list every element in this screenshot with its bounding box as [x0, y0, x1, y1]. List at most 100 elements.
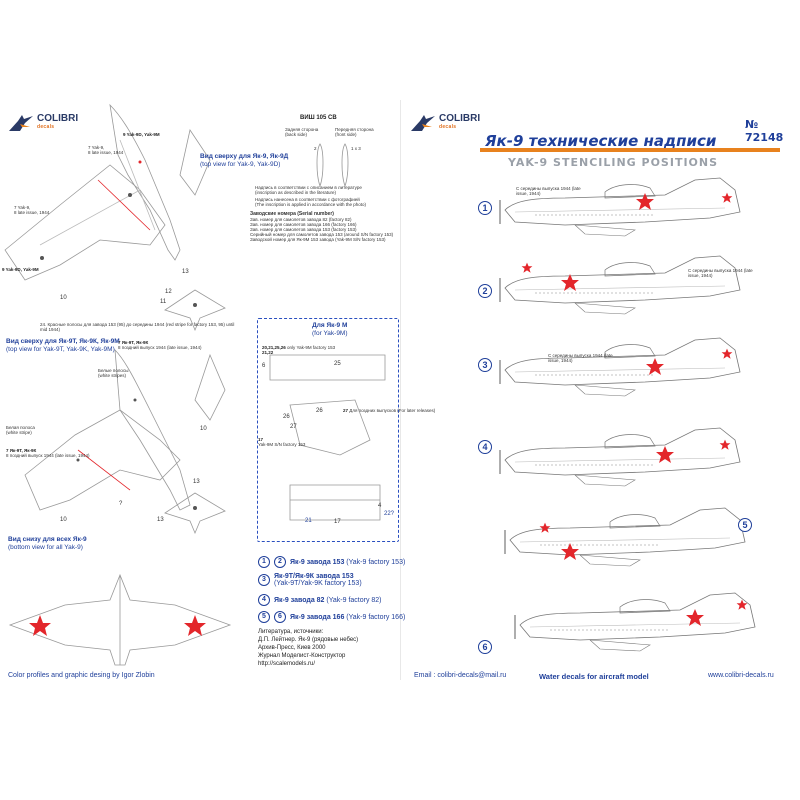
top-view-yak9-drawing: [4, 103, 211, 281]
sheet-subtitle: YAK-9 STENCILING POSITIONS: [508, 156, 719, 169]
legend-row: 4 Як-9 завода 82 (Yak-9 factory 82): [258, 594, 382, 606]
red-star-icon: [184, 615, 206, 636]
yak9m-n22: 22?: [384, 511, 395, 517]
serial-row: Зав. номер для самолетов завода 153 (fac…: [250, 227, 357, 232]
hummingbird-icon: [411, 115, 435, 131]
yak9m-detail-drawings: [269, 354, 386, 521]
callout-q: ?: [119, 501, 123, 507]
legend-badge: 3: [258, 574, 270, 586]
yak9m-n6: 6: [262, 363, 266, 369]
literature-line: Д.П. Лейтнер. Як-9 (рядовые небес): [258, 637, 359, 643]
legend-badge: 6: [274, 611, 286, 623]
callout-13: 13: [182, 269, 189, 275]
callout-10: 10: [60, 295, 67, 301]
literature-link[interactable]: http://scalemodels.ru/: [258, 661, 316, 667]
legend-badge: 1: [258, 556, 270, 568]
legend-badge: 2: [274, 556, 286, 568]
callout-9-left: 9 Yak-9D, Yak-9M: [2, 267, 39, 272]
yak9m-n27b: 27: [290, 424, 297, 430]
profile-number: 4: [478, 440, 492, 454]
catalog-number: № 72148: [745, 118, 784, 144]
white-stripe-label: Белая полоса(white stripe): [6, 425, 35, 435]
callout-10-b: 10: [200, 426, 207, 432]
white-stripes-label: Белые полосы(white stripes): [98, 368, 129, 378]
profile-number: 6: [478, 640, 492, 654]
callout-9-yak9d: 9 Yak-9D, Yak-9M: [123, 132, 160, 137]
legend-text: Як-9 завода 153 (Yak-9 factory 153): [290, 558, 406, 566]
legend-text: Як-9 завода 82 (Yak-9 factory 82): [274, 596, 382, 604]
profile-number: 2: [478, 284, 492, 298]
yak9m-n4: 4: [378, 503, 382, 509]
callout-24: 24. Красные полосы для завода 153 (95) д…: [40, 322, 235, 332]
late-issue-note-3: С середины выпуска 1944 (late issue, 194…: [548, 353, 613, 363]
vish-lbl-2: 2: [314, 146, 317, 151]
email-link[interactable]: Email : colibri-decals@mail.ru: [414, 672, 507, 679]
profile-number: 3: [478, 358, 492, 372]
bottom-view-title: Вид снизу для всех Як-9(bottom view for …: [8, 536, 87, 551]
literature-line: Литература, источники:: [258, 629, 324, 635]
yak9m-n25: 25: [334, 361, 341, 367]
callout-10-c: 10: [60, 517, 67, 523]
legend-row: 3 Як-9Т/Як-9К завода 153(Yak-9T/Yak-9K f…: [258, 573, 362, 587]
serial-row: Зав. номер для самолетов завода 82 (fact…: [250, 217, 352, 222]
tail-top-view-2-drawing: [164, 492, 226, 535]
profile-number: 5: [738, 518, 752, 532]
legend-badge: 4: [258, 594, 270, 606]
legend-badge: 5: [258, 611, 270, 623]
yak9m-title: Для Як-9 М(for Yak-9M): [312, 322, 348, 337]
propeller-blades-drawing: [316, 143, 349, 188]
vish-back: Задняя сторона(back side): [285, 127, 319, 137]
top-view-9t-drawing: [24, 348, 226, 511]
website-link[interactable]: www.colibri-decals.ru: [708, 672, 774, 679]
legend-text: Як-9 завода 166 (Yak-9 factory 166): [290, 613, 406, 621]
note-literature: Надпись в соответствии с описанием в лит…: [255, 185, 362, 195]
callout-13-c: 13: [157, 517, 164, 523]
literature-line: Архив-Пресс, Киев 2000: [258, 645, 326, 651]
vish-lbl-1x3: 1 x 3: [351, 146, 361, 151]
yak9m-n26: 26: [316, 408, 323, 414]
vish-title: ВИШ 105 СВ: [300, 115, 337, 121]
side-profiles-drawing: [499, 177, 756, 652]
red-star-icon: [29, 615, 51, 636]
yak9m-n21: 21: [305, 518, 312, 524]
callout-12: 12: [165, 289, 172, 295]
yak9m-n26b: 26: [283, 414, 290, 420]
title-underline: [480, 148, 780, 152]
legend-row: 1 2 Як-9 завода 153 (Yak-9 factory 153): [258, 556, 405, 568]
page-divider: [400, 100, 401, 680]
literature-line: Журнал Моделист-Конструктор: [258, 653, 346, 659]
callout-7-8: 7 Yak-9,8 late issue, 1944: [88, 145, 124, 155]
hummingbird-icon: [9, 115, 33, 131]
yak9m-n27: 27 Для поздних выпусков (For later relea…: [343, 408, 436, 413]
yak9m-detail-box: [257, 318, 399, 542]
tail-top-view-drawing: [164, 289, 226, 332]
legend-row: 5 6 Як-9 завода 166 (Yak-9 factory 166): [258, 611, 405, 623]
callout-7-8-left: 7 Yak-9,8 late issue, 1944: [14, 205, 50, 215]
serial-number-legend: Заводские номера (Serial number) Зав. но…: [250, 211, 400, 243]
literature-block: Литература, источники: Д.П. Лейтнер. Як-…: [258, 628, 358, 668]
top-view-yak9-title: Вид сверху для Як-9, Як-9Д(top view for …: [200, 153, 289, 168]
yak9m-n17b: 17: [334, 519, 341, 525]
callout-11: 11: [160, 299, 167, 305]
serial-row: Заводской номер для Як-9М 153 завода (Ya…: [250, 237, 386, 242]
top-view-9t-title: Вид сверху для Як-9Т, Як-9К, Як-9М(top v…: [6, 338, 120, 353]
sheet-title: Як-9 технические надписи: [485, 132, 717, 150]
late-issue-note-1: С середины выпуска 1944 (late issue, 194…: [516, 186, 581, 196]
serial-row: Зав. номер для самолетов завода 166 (fac…: [250, 222, 357, 227]
credit-text: Color profiles and graphic desing by Igo…: [8, 672, 155, 679]
bottom-view-drawing: [8, 573, 232, 666]
serial-row: Серийный номер для самолетов завода 153 …: [250, 232, 394, 237]
vish-front: Передняя сторона(front side): [335, 127, 374, 137]
note-photo: Надпись нанесена в соответствии с фотогр…: [255, 197, 367, 207]
tagline: Water decals for aircraft model: [539, 672, 649, 681]
serial-header: Заводские номера (Serial number): [250, 211, 334, 217]
legend-text: Як-9Т/Як-9К завода 153(Yak-9T/Yak-9K fac…: [274, 573, 362, 587]
